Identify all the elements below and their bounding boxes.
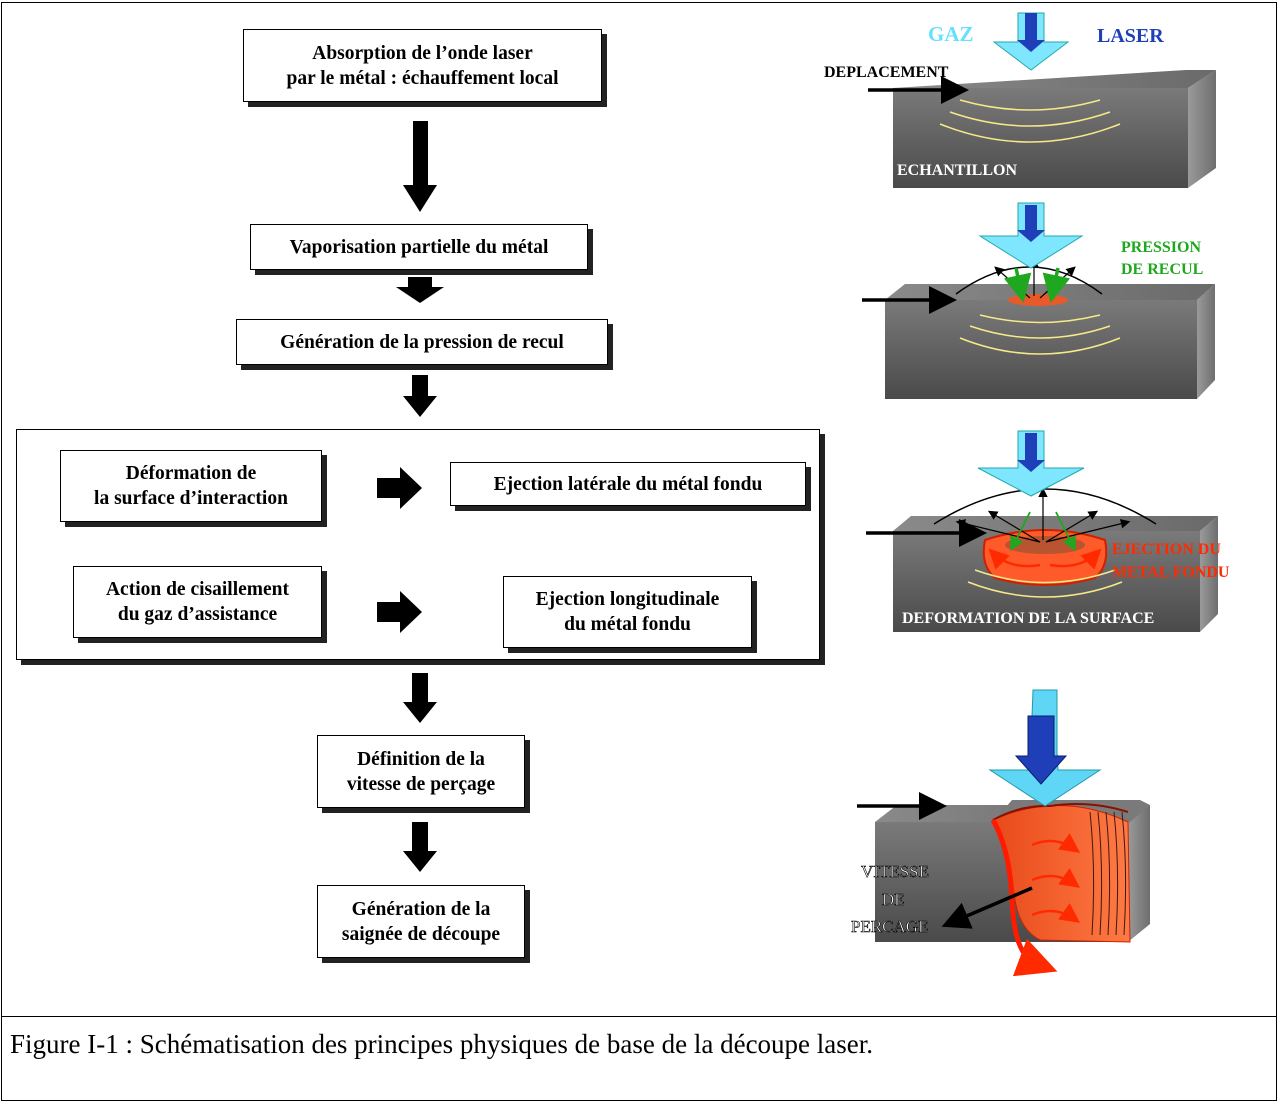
label-vitesse-1: VITESSE <box>861 862 930 882</box>
label-vitesse-2: DE <box>882 890 905 910</box>
down-arrow-2 <box>396 277 444 303</box>
label-pression-1: PRESSION <box>1121 239 1202 256</box>
figure-caption: Figure I-1 : Schématisation des principe… <box>10 1029 874 1059</box>
box-cisaillement: Action de cisaillement du gaz d’assistan… <box>73 566 322 638</box>
box-ejection-longitudinale: Ejection longitudinale du métal fondu <box>503 576 752 648</box>
ejection-longi-line2: du métal fondu <box>564 614 691 635</box>
box-deformation: Déformation de la surface d’interaction <box>60 450 322 522</box>
ejection-longi-line1: Ejection longitudinale <box>535 589 720 610</box>
cisaillement-line1: Action de cisaillement <box>105 579 290 600</box>
absorption-line2: par le métal : échauffement local <box>286 67 559 89</box>
vitesse-line2: vitesse de perçage <box>346 773 496 795</box>
right-arrow-2 <box>377 591 422 633</box>
down-arrow-4 <box>403 673 437 723</box>
saignee-line2: saignée de découpe <box>341 923 501 945</box>
illustration-4 <box>857 689 1150 977</box>
deformation-line1: Déformation de <box>125 463 257 484</box>
label-vitesse-3: PERCAGE <box>851 917 929 937</box>
vaporisation-label: Vaporisation partielle du métal <box>289 236 549 258</box>
label-ejection-2: METAL FONDU <box>1112 564 1230 581</box>
absorption-line1: Absorption de l’onde laser <box>312 42 533 64</box>
illustration-2 <box>862 202 1215 399</box>
deformation-line2: la surface d’interaction <box>94 488 288 509</box>
box-ejection-laterale: Ejection latérale du métal fondu <box>450 462 806 506</box>
box-vitesse: Définition de la vitesse de perçage <box>317 735 525 808</box>
label-echantillon: ECHANTILLON <box>897 162 1018 179</box>
down-arrow-5 <box>403 822 437 872</box>
box-pression: Génération de la pression de recul <box>236 319 608 365</box>
vitesse-line1: Définition de la <box>357 748 485 770</box>
label-gaz: GAZ <box>928 22 974 46</box>
box-saignee: Génération de la saignée de découpe <box>317 885 525 958</box>
illustration-1 <box>868 12 1216 188</box>
ejection-laterale-label: Ejection latérale du métal fondu <box>493 473 763 495</box>
pression-label: Génération de la pression de recul <box>280 331 564 353</box>
label-deformation-surface: DEFORMATION DE LA SURFACE <box>902 610 1155 627</box>
illustration-3 <box>866 430 1218 632</box>
label-pression-2: DE RECUL <box>1121 261 1204 278</box>
caption-divider <box>1 1016 1277 1017</box>
label-deplacement: DEPLACEMENT <box>824 64 949 81</box>
cisaillement-line2: du gaz d’assistance <box>117 604 278 625</box>
flow-arrows <box>377 121 444 872</box>
label-ejection-1: EJECTION DU <box>1112 541 1221 558</box>
saignee-line1: Génération de la <box>351 898 491 920</box>
down-arrow-3 <box>403 375 437 417</box>
down-arrow-1 <box>403 121 437 212</box>
label-laser: LASER <box>1097 25 1164 47</box>
right-arrow-1 <box>377 467 422 509</box>
box-absorption: Absorption de l’onde laser par le métal … <box>243 29 602 102</box>
box-vaporisation: Vaporisation partielle du métal <box>250 224 588 270</box>
